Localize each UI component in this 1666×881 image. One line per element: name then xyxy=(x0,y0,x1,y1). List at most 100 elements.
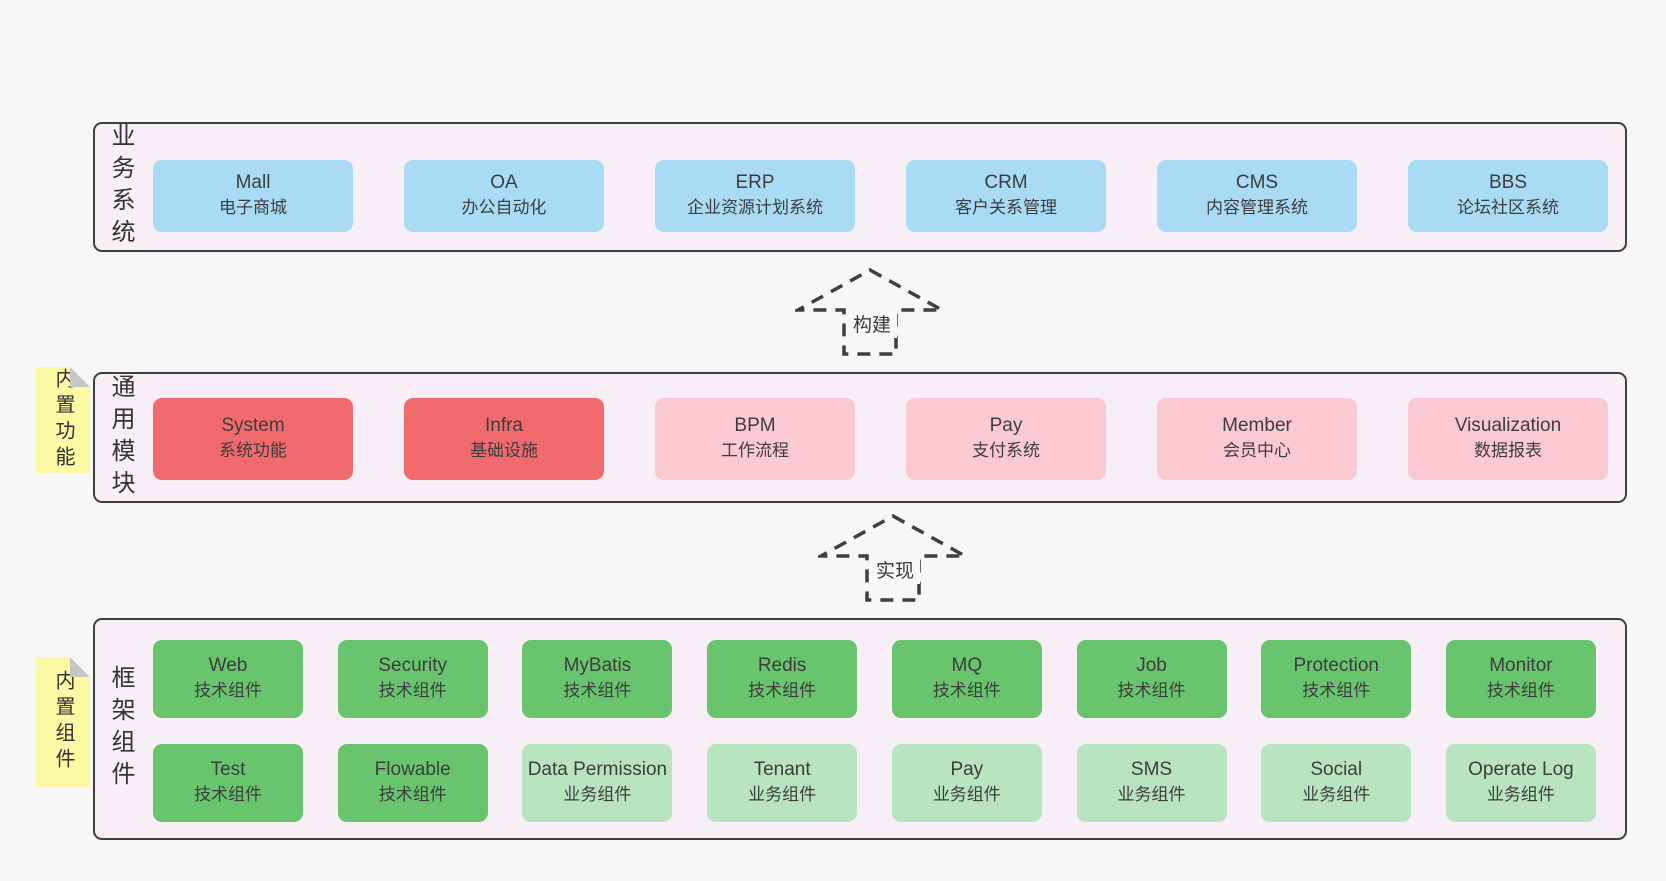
box-data-permission: Data Permission 业务组件 xyxy=(522,744,673,822)
arrow-build-shape xyxy=(795,267,945,356)
box-operate-log-name: Operate Log xyxy=(1468,759,1574,781)
box-crm-subtitle: 客户关系管理 xyxy=(955,197,1057,217)
box-data-permission-name: Data Permission xyxy=(527,759,668,781)
box-social-name: Social xyxy=(1310,759,1363,781)
box-visualization-name: Visualization xyxy=(1454,415,1562,437)
box-social: Social 业务组件 xyxy=(1261,744,1412,822)
box-operate-log: Operate Log 业务组件 xyxy=(1445,744,1596,822)
box-mq-name: MQ xyxy=(951,655,983,677)
box-social-subtitle: 业务组件 xyxy=(1302,784,1371,804)
box-bpm: BPM 工作流程 xyxy=(655,398,855,480)
box-pay-biz: Pay 业务组件 xyxy=(891,744,1042,822)
box-test-subtitle: 技术组件 xyxy=(194,784,262,804)
box-mybatis-name: MyBatis xyxy=(563,655,632,677)
sticky-note-built-in-components: 内置组件 xyxy=(36,657,90,787)
box-infra-name: Infra xyxy=(484,415,524,437)
box-operate-log-subtitle: 业务组件 xyxy=(1486,784,1555,804)
box-protection-name: Protection xyxy=(1293,655,1379,677)
sticky-note-functions-text: 内置功能 xyxy=(52,368,74,472)
box-job-name: Job xyxy=(1136,655,1167,677)
box-cms-name: CMS xyxy=(1235,172,1279,194)
box-test-name: Test xyxy=(210,759,246,781)
box-sms: SMS 业务组件 xyxy=(1076,744,1227,822)
box-mybatis-subtitle: 技术组件 xyxy=(563,680,632,700)
box-redis-subtitle: 技术组件 xyxy=(748,680,817,700)
band-business-title: 业务系统 xyxy=(107,123,134,251)
box-pay-biz-subtitle: 业务组件 xyxy=(932,784,1001,804)
arrow-build-label-bg xyxy=(847,312,897,338)
box-system: System 系统功能 xyxy=(153,398,353,480)
box-mall-name: Mall xyxy=(235,172,271,194)
band-framework-components: 框架组件 Web 技术组件 Security 技术组件 MyBatis 技术组件… xyxy=(93,618,1627,840)
arrow-implement-label-bg xyxy=(870,558,920,584)
box-member-subtitle: 会员中心 xyxy=(1223,440,1291,460)
box-system-subtitle: 系统功能 xyxy=(219,440,287,460)
box-web-subtitle: 技术组件 xyxy=(194,680,262,700)
box-sms-subtitle: 业务组件 xyxy=(1117,784,1186,804)
box-flowable-name: Flowable xyxy=(374,759,451,781)
box-redis-name: Redis xyxy=(757,655,807,677)
box-monitor-subtitle: 技术组件 xyxy=(1486,680,1555,700)
sticky-note-components-text: 内置组件 xyxy=(52,670,74,774)
box-erp: ERP 企业资源计划系统 xyxy=(655,160,855,232)
components-box-row-2: Test 技术组件 Flowable 技术组件 Data Permission … xyxy=(153,744,1596,822)
band-components-title: 框架组件 xyxy=(107,665,134,793)
box-mq: MQ 技术组件 xyxy=(891,640,1042,718)
box-monitor: Monitor 技术组件 xyxy=(1445,640,1596,718)
box-tenant-subtitle: 业务组件 xyxy=(748,784,817,804)
box-redis: Redis 技术组件 xyxy=(707,640,858,718)
box-erp-subtitle: 企业资源计划系统 xyxy=(687,197,823,217)
box-cms: CMS 内容管理系统 xyxy=(1157,160,1357,232)
box-security: Security 技术组件 xyxy=(337,640,488,718)
band-business-systems: 业务系统 Mall 电子商城 OA 办公自动化 ERP 企业资源计划系统 CRM… xyxy=(93,122,1627,252)
arrow-implement-shape xyxy=(818,513,968,602)
box-security-subtitle: 技术组件 xyxy=(378,680,447,700)
box-tenant: Tenant 业务组件 xyxy=(707,744,858,822)
folded-corner-icon xyxy=(70,657,90,677)
box-cms-subtitle: 内容管理系统 xyxy=(1206,197,1308,217)
arrow-implement-label: 实现 xyxy=(876,560,914,582)
business-box-row: Mall 电子商城 OA 办公自动化 ERP 企业资源计划系统 CRM 客户关系… xyxy=(153,160,1608,232)
box-bpm-subtitle: 工作流程 xyxy=(721,440,789,460)
box-test: Test 技术组件 xyxy=(153,744,303,822)
components-box-row-1: Web 技术组件 Security 技术组件 MyBatis 技术组件 Redi… xyxy=(153,640,1596,718)
box-monitor-name: Monitor xyxy=(1489,655,1553,677)
box-member-name: Member xyxy=(1222,415,1292,437)
folded-corner-icon xyxy=(70,367,90,387)
box-bbs: BBS 论坛社区系统 xyxy=(1408,160,1608,232)
box-oa: OA 办公自动化 xyxy=(404,160,604,232)
box-job-subtitle: 技术组件 xyxy=(1117,680,1186,700)
box-pay-name: Pay xyxy=(989,415,1023,437)
box-mybatis: MyBatis 技术组件 xyxy=(522,640,673,718)
box-member: Member 会员中心 xyxy=(1157,398,1357,480)
box-bpm-name: BPM xyxy=(734,415,776,437)
box-erp-name: ERP xyxy=(735,172,775,194)
box-bbs-name: BBS xyxy=(1488,172,1528,194)
box-visualization-subtitle: 数据报表 xyxy=(1474,440,1542,460)
box-crm-name: CRM xyxy=(984,172,1028,194)
band-modules-title: 通用模块 xyxy=(107,373,134,502)
box-flowable: Flowable 技术组件 xyxy=(337,744,488,822)
box-protection: Protection 技术组件 xyxy=(1261,640,1412,718)
box-pay-biz-name: Pay xyxy=(950,759,984,781)
box-pay: Pay 支付系统 xyxy=(906,398,1106,480)
box-data-permission-subtitle: 业务组件 xyxy=(563,784,632,804)
modules-box-row: System 系统功能 Infra 基础设施 BPM 工作流程 Pay 支付系统… xyxy=(153,398,1608,480)
box-mq-subtitle: 技术组件 xyxy=(932,680,1001,700)
box-oa-subtitle: 办公自动化 xyxy=(461,197,547,217)
box-mall: Mall 电子商城 xyxy=(153,160,353,232)
box-web-name: Web xyxy=(208,655,248,677)
box-system-name: System xyxy=(221,415,285,437)
box-job: Job 技术组件 xyxy=(1076,640,1227,718)
box-tenant-name: Tenant xyxy=(753,759,811,781)
arrow-build: 构建 xyxy=(795,267,945,356)
box-mall-subtitle: 电子商城 xyxy=(219,197,287,217)
box-visualization: Visualization 数据报表 xyxy=(1408,398,1608,480)
box-infra-subtitle: 基础设施 xyxy=(470,440,538,460)
sticky-note-built-in-functions: 内置功能 xyxy=(36,367,90,473)
box-pay-subtitle: 支付系统 xyxy=(972,440,1040,460)
box-bbs-subtitle: 论坛社区系统 xyxy=(1457,197,1559,217)
box-oa-name: OA xyxy=(490,172,518,194)
box-web: Web 技术组件 xyxy=(153,640,303,718)
